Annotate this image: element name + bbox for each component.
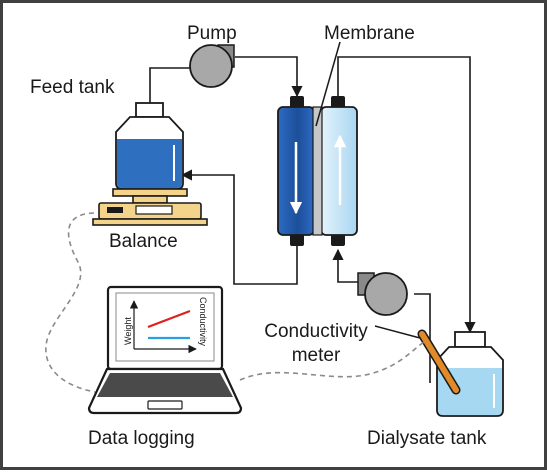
pump-upper	[189, 44, 235, 88]
laptop	[87, 285, 243, 415]
label-feed-tank: Feed tank	[30, 77, 115, 98]
feed-tank	[115, 102, 184, 190]
membrane-module	[277, 96, 358, 246]
balance-scale	[92, 188, 208, 226]
tube-pump-to-membrane-bottom	[332, 248, 358, 283]
weight-trend-line	[147, 309, 191, 329]
label-conductivity-meter-line2: meter	[291, 345, 341, 366]
tube-membrane-to-dialysate	[337, 56, 476, 334]
pump-lower	[357, 272, 408, 316]
label-membrane: Membrane	[324, 23, 415, 44]
label-pump: Pump	[187, 23, 237, 44]
tube-feed-to-pump	[149, 67, 192, 103]
screen-plot: Weight Conductivity	[123, 297, 208, 354]
tube-pump-to-membrane	[235, 56, 303, 98]
tube-membrane-return	[180, 169, 298, 285]
label-conductivity-meter-line1: Conductivity	[264, 321, 368, 342]
screen-ylabel-conductivity: Conductivity	[198, 297, 208, 347]
conductivity-probe	[417, 329, 461, 395]
screen-ylabel-weight: Weight	[123, 317, 133, 345]
data-cables	[45, 212, 425, 393]
label-data-logging: Data logging	[88, 428, 195, 449]
conductivity-pointer-line	[374, 325, 421, 339]
label-dialysate-tank: Dialysate tank	[367, 428, 487, 449]
membrane-pointer-line	[315, 41, 341, 127]
label-balance: Balance	[109, 231, 178, 252]
